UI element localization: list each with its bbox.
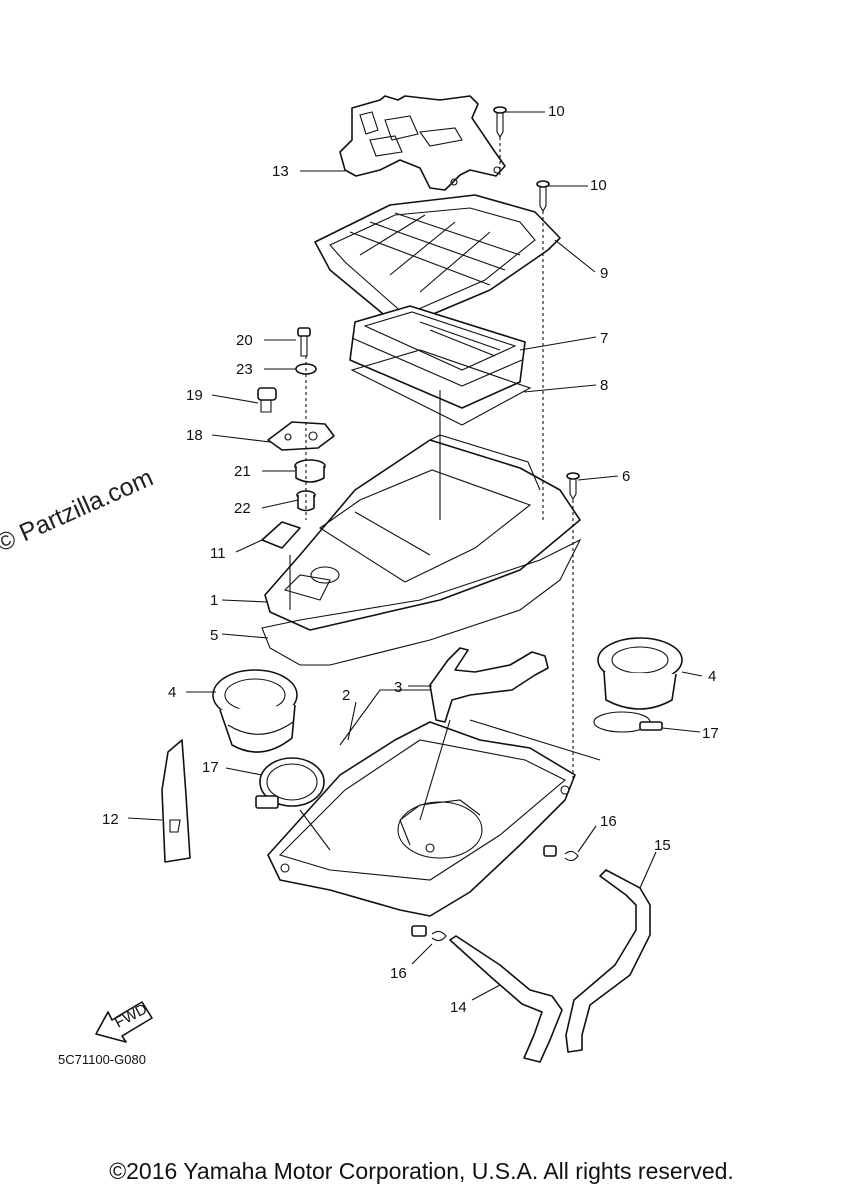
part-17-clamp-right — [593, 711, 663, 733]
callout-17-left: 17 — [202, 759, 219, 776]
callout-15: 15 — [654, 837, 671, 854]
part-4-joint-left — [212, 669, 298, 753]
part-3-tube — [429, 647, 549, 723]
copyright-notice: ©2016 Yamaha Motor Corporation, U.S.A. A… — [109, 1158, 734, 1184]
part-17-clamp-left — [255, 757, 325, 809]
callout-16-right: 16 — [600, 813, 617, 830]
diagram-code: 5C71100-G080 — [58, 1052, 146, 1067]
callout-10a: 10 — [548, 103, 565, 120]
part-18-plate — [267, 421, 335, 451]
callout-7: 7 — [600, 330, 608, 347]
callout-1: 1 — [210, 592, 218, 609]
callout-2: 2 — [342, 687, 350, 704]
callout-20: 20 — [236, 332, 253, 349]
part-12-label — [161, 739, 191, 863]
callout-12: 12 — [102, 811, 119, 828]
part-6-screw — [566, 472, 580, 501]
callout-11: 11 — [210, 545, 226, 562]
part-8-gasket — [350, 349, 532, 426]
part-20-bolt — [297, 327, 311, 357]
part-15-hose — [565, 869, 651, 1053]
part-4-joint-right — [597, 637, 683, 710]
callout-9: 9 — [600, 265, 608, 282]
callout-3: 3 — [394, 679, 402, 696]
part-19-bolt — [257, 387, 277, 413]
callout-17-right: 17 — [702, 725, 719, 742]
callout-23: 23 — [236, 361, 253, 378]
part-16-clip-right — [543, 845, 579, 862]
callout-21: 21 — [234, 463, 251, 480]
callout-14: 14 — [450, 999, 467, 1016]
callout-18: 18 — [186, 427, 203, 444]
part-11-label — [261, 521, 301, 549]
part-10-screw-a — [493, 106, 507, 139]
callout-22: 22 — [234, 500, 251, 517]
part-7-filter-element — [349, 305, 526, 409]
part-14-hose — [449, 935, 563, 1063]
part-1-case-upper — [264, 434, 581, 631]
callout-16-left: 16 — [390, 965, 407, 982]
part-2-case-lower — [267, 721, 576, 917]
part-13-bracket — [339, 95, 506, 191]
callout-4-right: 4 — [708, 668, 716, 685]
part-16-clip-left — [411, 925, 447, 942]
callout-5: 5 — [210, 627, 218, 644]
callout-6: 6 — [622, 468, 630, 485]
callout-19: 19 — [186, 387, 203, 404]
callout-13: 13 — [272, 163, 289, 180]
part-9-cover — [314, 194, 561, 329]
part-21-grommet — [294, 459, 326, 483]
fwd-arrow-icon: FWD — [95, 1000, 153, 1043]
part-5-gasket — [261, 538, 582, 666]
part-10-screw-b — [536, 180, 550, 213]
callout-4-left: 4 — [168, 684, 176, 701]
callout-8: 8 — [600, 377, 608, 394]
callout-10b: 10 — [590, 177, 607, 194]
